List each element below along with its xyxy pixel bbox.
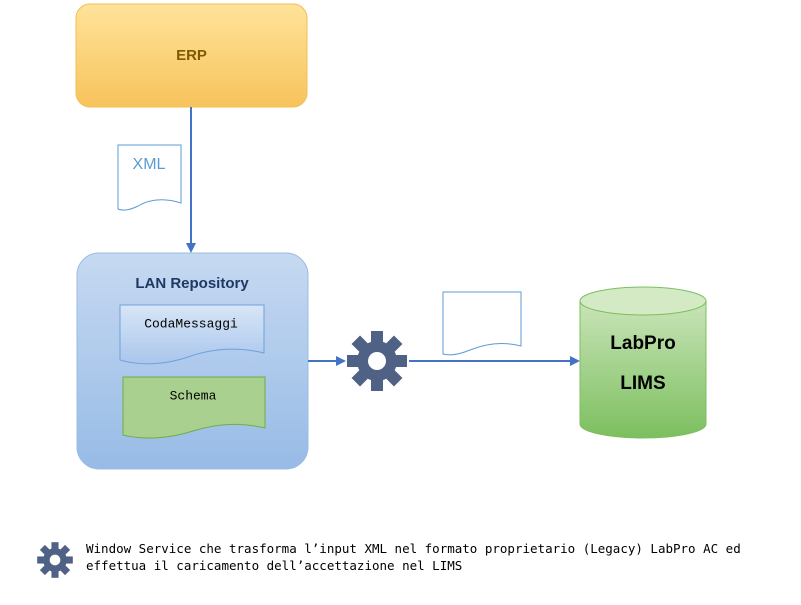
message-queue-document: CodaMessaggi (119, 304, 265, 365)
xml-document-icon: XML (117, 144, 182, 211)
window-service-gear-icon (347, 331, 407, 391)
legend-text-line1: Window Service che trasforma l’input XML… (86, 541, 741, 556)
schema-document: Schema (122, 376, 266, 439)
erp-box: ERP (75, 3, 308, 108)
legend: Window Service che trasforma l’input XML… (36, 537, 796, 579)
labpro-lims-database: LabPro LIMS (579, 286, 707, 439)
erp-label: ERP (176, 47, 207, 64)
database-label-line1: LabPro (610, 333, 675, 354)
message-queue-label: CodaMessaggi (144, 316, 238, 331)
legend-text-line2: effettua il caricamento dell’accettazion… (86, 558, 463, 573)
xml-document-label: XML (133, 156, 166, 173)
schema-label: Schema (170, 388, 217, 403)
legend-text: Window Service che trasforma l’input XML… (86, 540, 741, 574)
output-document-icon (442, 291, 522, 356)
database-label-line2: LIMS (620, 373, 665, 394)
lan-repository-box: LAN Repository CodaMessaggi Schema (76, 252, 309, 470)
lan-repository-title: LAN Repository (135, 275, 249, 292)
gear-icon (37, 542, 73, 578)
